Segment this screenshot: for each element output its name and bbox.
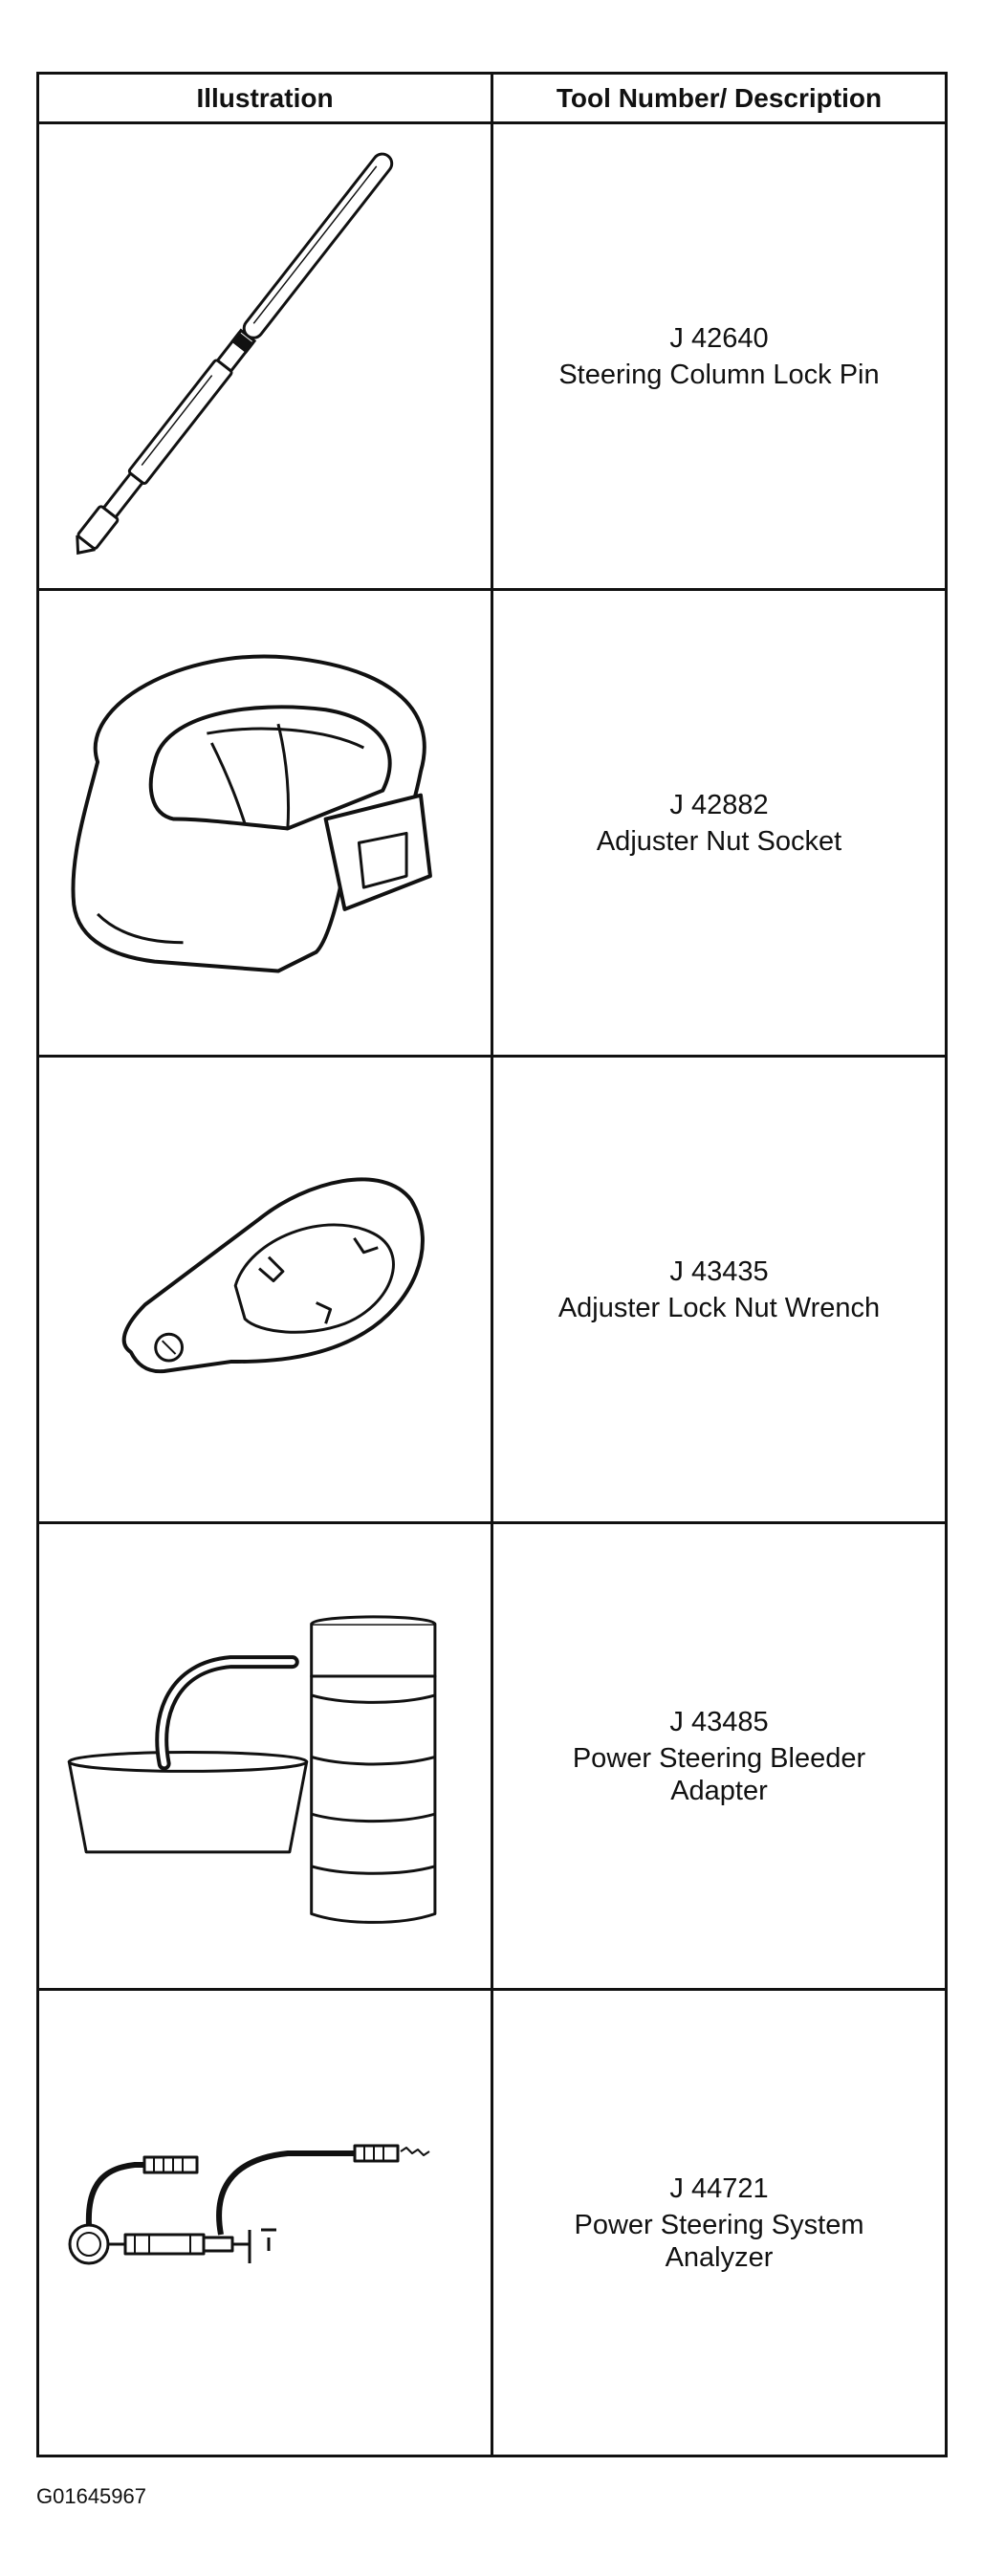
tool-description-cell: J 42640 Steering Column Lock Pin [493,124,945,588]
tool-description: Adjuster Lock Nut Wrench [557,1292,881,1323]
tool-number: J 42640 [669,322,769,354]
tool-description: Adjuster Nut Socket [596,825,842,857]
tool-number: J 44721 [669,2172,769,2204]
tool-description: Power Steering System Analyzer [574,2209,864,2273]
analyzer-icon [39,1991,491,2455]
header-tool-description: Tool Number/ Description [556,83,883,113]
tool-number: J 43435 [669,1255,769,1287]
tool-table: Illustration Tool Number/ Description [36,72,948,2457]
tool-number: J 43485 [669,1706,769,1737]
header-illustration: Illustration [196,83,334,113]
tool-number: J 42882 [669,789,769,820]
tool-description-cell: J 43485 Power Steering Bleeder Adapter [493,1524,945,1988]
table-row: J 42640 Steering Column Lock Pin [39,124,945,591]
socket-icon [39,591,491,1055]
tool-description: Power Steering Bleeder Adapter [572,1742,866,1806]
column-divider [491,75,493,2455]
table-row: J 43435 Adjuster Lock Nut Wrench [39,1058,945,1524]
figure-id: G01645967 [36,2484,146,2508]
table-row: J 42882 Adjuster Nut Socket [39,591,945,1058]
bleeder-adapter-icon [39,1524,491,1988]
tool-description: Steering Column Lock Pin [558,359,880,390]
table-row: J 44721 Power Steering System Analyzer [39,1991,945,2455]
tool-description-cell: J 43435 Adjuster Lock Nut Wrench [493,1058,945,1521]
tool-description-cell: J 44721 Power Steering System Analyzer [493,1991,945,2455]
lock-pin-icon [39,124,491,588]
wrench-icon [39,1058,491,1521]
table-row: J 43485 Power Steering Bleeder Adapter [39,1524,945,1991]
tool-description-cell: J 42882 Adjuster Nut Socket [493,591,945,1055]
